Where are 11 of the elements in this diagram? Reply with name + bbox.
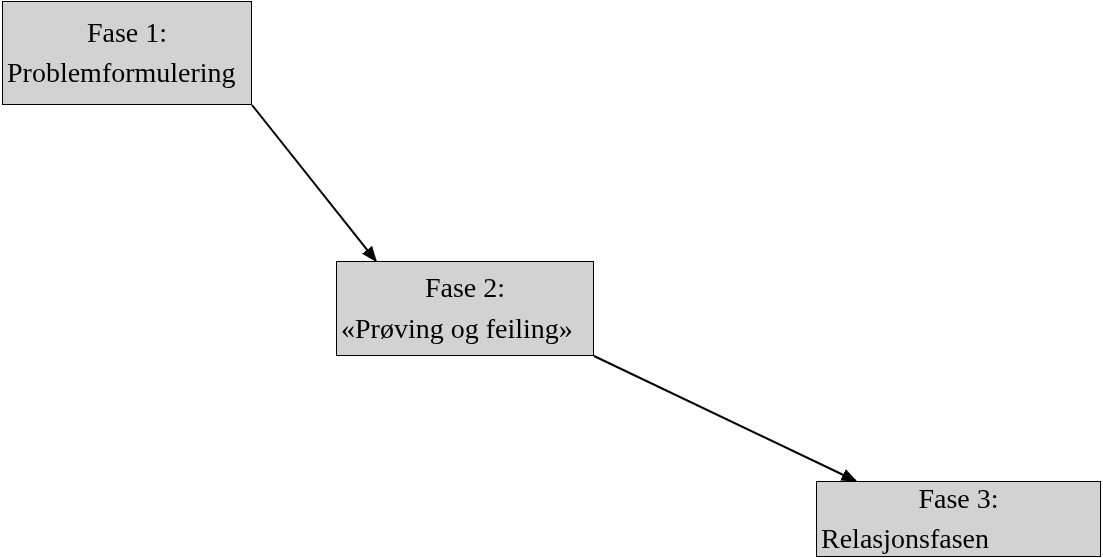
phase-name: Problemformulering xyxy=(7,57,236,90)
process-box xyxy=(2,1,252,105)
arrow xyxy=(251,104,377,263)
phase-heading: Fase 3: xyxy=(918,482,999,515)
phase-heading: Fase 1: xyxy=(86,16,168,49)
process-box xyxy=(336,261,594,356)
process-box xyxy=(816,481,1101,557)
arrow xyxy=(593,355,858,482)
phase-name: Relasjonsfasen xyxy=(821,523,989,556)
phase-name: «Prøving og feiling» xyxy=(341,312,573,345)
phase-heading: Fase 2: xyxy=(424,272,506,305)
